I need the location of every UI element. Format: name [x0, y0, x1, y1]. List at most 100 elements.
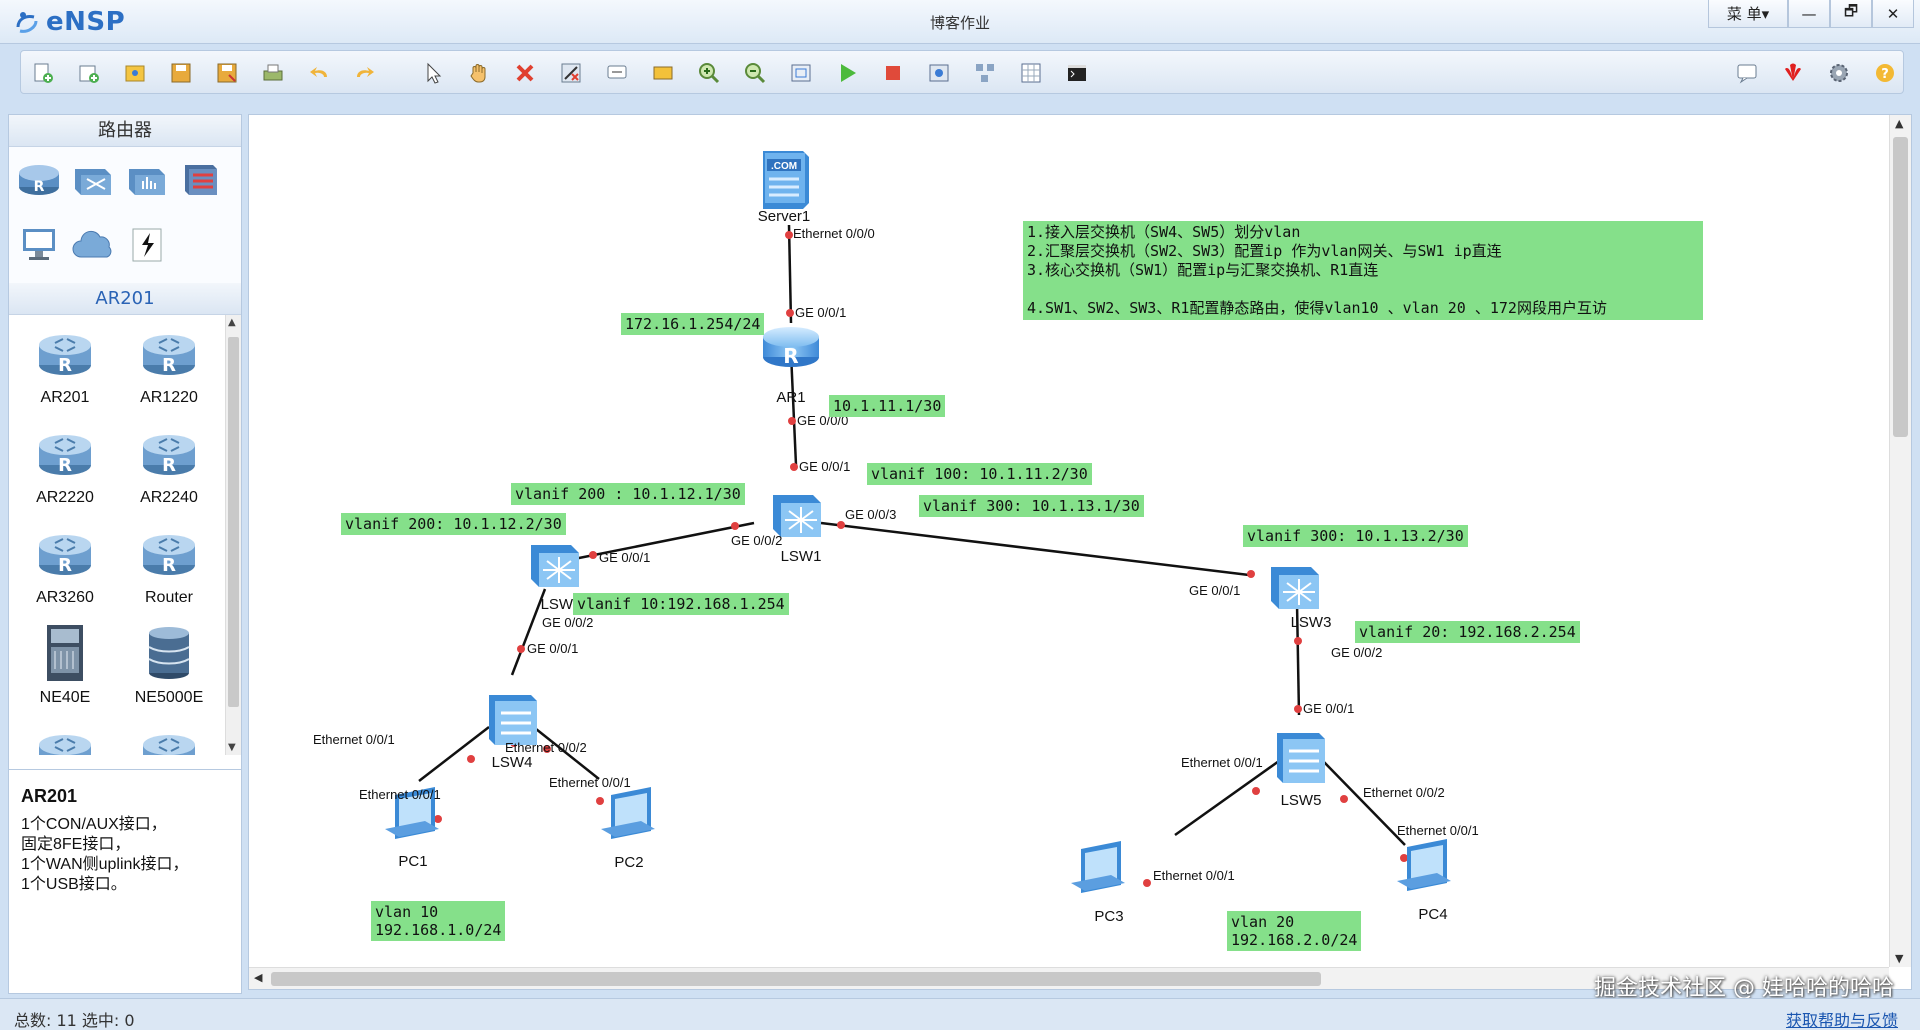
device-item[interactable]: R: [13, 719, 117, 755]
task-note[interactable]: 1.接入层交换机（SW4、SW5）划分vlan 2.汇聚层交换机（SW2、SW3…: [1023, 221, 1703, 320]
link-lsw5-pc4[interactable]: [1322, 760, 1406, 846]
device-label: NE5000E: [134, 689, 204, 706]
restore-button[interactable]: 🗗: [1830, 0, 1872, 28]
pc2-node[interactable]: [601, 787, 655, 839]
link-lsw3-lsw5[interactable]: [1295, 602, 1301, 716]
new-lab-icon[interactable]: [75, 59, 103, 87]
link-lsw4-pc1[interactable]: [418, 726, 490, 782]
canvas-vertical-scrollbar[interactable]: ▲ ▼: [1889, 115, 1911, 967]
start-icon[interactable]: [833, 59, 861, 87]
cable-category-icon[interactable]: [123, 223, 171, 267]
device-item[interactable]: NE40E: [13, 619, 117, 719]
link-lsw1-lsw3[interactable]: [820, 521, 1250, 577]
device-item[interactable]: NE5000E: [117, 619, 221, 719]
port-dot: [731, 522, 739, 530]
fit-icon[interactable]: [787, 59, 815, 87]
pc-category-icon[interactable]: [15, 223, 63, 267]
link-server1-ar1[interactable]: [787, 224, 793, 324]
pc3-node[interactable]: [1071, 841, 1125, 893]
link-ar1-lsw1[interactable]: [789, 352, 798, 466]
lsw4-node[interactable]: [489, 695, 537, 745]
grid-icon[interactable]: [1017, 59, 1045, 87]
link-lsw2-lsw4[interactable]: [510, 588, 547, 676]
note-lsw2-v200[interactable]: vlanif 200: 10.1.12.2/30: [341, 513, 566, 535]
undo-icon[interactable]: [305, 59, 333, 87]
zoom-out-icon[interactable]: [741, 59, 769, 87]
pc2-label: PC2: [614, 854, 643, 871]
pc4-node[interactable]: [1397, 839, 1451, 891]
pan-icon[interactable]: [465, 59, 493, 87]
note-vlan10[interactable]: vlan 10 192.168.1.0/24: [371, 901, 506, 941]
scroll-thumb[interactable]: [1893, 137, 1908, 437]
note-lsw3-v20[interactable]: vlanif 20: 192.168.2.254: [1355, 621, 1580, 643]
scroll-up-icon[interactable]: ▲: [228, 317, 236, 328]
router-category-icon[interactable]: R: [15, 157, 63, 201]
palette-icon[interactable]: [649, 59, 677, 87]
save-icon[interactable]: [167, 59, 195, 87]
pc1-node[interactable]: [385, 787, 439, 839]
status-bar: 总数: 11 选中: 0 获取帮助与反馈: [0, 998, 1920, 1030]
note-lsw3-v300[interactable]: vlanif 300: 10.1.13.2/30: [1243, 525, 1468, 547]
stop-icon[interactable]: [879, 59, 907, 87]
help-icon[interactable]: ?: [1871, 59, 1899, 87]
minimize-button[interactable]: —: [1788, 0, 1830, 28]
canvas-horizontal-scrollbar[interactable]: ◀: [249, 967, 1889, 989]
server1-node[interactable]: .COM: [763, 151, 809, 209]
note-ar1-ge000[interactable]: 10.1.11.1/30: [829, 395, 946, 417]
huawei-icon[interactable]: [1779, 59, 1807, 87]
lsw5-node[interactable]: [1277, 733, 1325, 783]
wlan-category-icon[interactable]: [123, 157, 171, 201]
capture-icon[interactable]: [925, 59, 953, 87]
save-as-icon[interactable]: [213, 59, 241, 87]
new-topology-icon[interactable]: [29, 59, 57, 87]
note-lsw2-v10[interactable]: vlanif 10:192.168.1.254: [573, 593, 789, 615]
note-lsw1-v200[interactable]: vlanif 200 : 10.1.12.1/30: [511, 483, 745, 505]
settings-icon[interactable]: [1825, 59, 1853, 87]
scroll-down-icon[interactable]: ▼: [228, 742, 236, 753]
redo-icon[interactable]: [351, 59, 379, 87]
topology-icon[interactable]: [971, 59, 999, 87]
close-button[interactable]: ✕: [1872, 0, 1914, 28]
note-vlan20[interactable]: vlan 20 192.168.2.0/24: [1227, 911, 1362, 951]
lsw1-node[interactable]: [773, 495, 821, 537]
cloud-category-icon[interactable]: [69, 223, 117, 267]
topology-canvas[interactable]: .COM Server1 R AR1 LSW1 LSW2 LSW3: [248, 114, 1912, 990]
scroll-left-icon[interactable]: ◀: [254, 971, 263, 984]
switch-category-icon[interactable]: [69, 157, 117, 201]
lsw2-node[interactable]: [531, 545, 579, 587]
select-icon[interactable]: [419, 59, 447, 87]
lsw3-node[interactable]: [1271, 567, 1319, 609]
router-icon: R: [143, 335, 195, 376]
scroll-down-icon[interactable]: ▼: [1895, 952, 1904, 965]
app-name: eNSP: [46, 7, 126, 37]
delete-icon[interactable]: [511, 59, 539, 87]
menu-button[interactable]: 菜 单▾: [1708, 0, 1788, 28]
device-item[interactable]: R: [117, 719, 221, 755]
firewall-category-icon[interactable]: [177, 157, 225, 201]
text-icon[interactable]: [603, 59, 631, 87]
scroll-up-icon[interactable]: ▲: [1895, 117, 1904, 130]
delete-link-icon[interactable]: [557, 59, 585, 87]
note-ar1-server[interactable]: 172.16.1.254/24: [621, 313, 765, 335]
note-lsw1-v100[interactable]: vlanif 100: 10.1.11.2/30: [867, 463, 1092, 485]
cli-icon[interactable]: [1063, 59, 1091, 87]
scroll-thumb[interactable]: [271, 972, 1321, 986]
open-icon[interactable]: [121, 59, 149, 87]
link-lsw5-pc3[interactable]: [1174, 759, 1280, 837]
chat-icon[interactable]: [1733, 59, 1761, 87]
print-icon[interactable]: [259, 59, 287, 87]
device-list-scrollbar[interactable]: ▲ ▼: [225, 315, 241, 755]
ar1-node[interactable]: R: [763, 327, 819, 368]
help-feedback-link[interactable]: 获取帮助与反馈: [1785, 1011, 1898, 1030]
zoom-in-icon[interactable]: [695, 59, 723, 87]
note-lsw1-v300[interactable]: vlanif 300: 10.1.13.1/30: [919, 495, 1144, 517]
link-lsw1-lsw2[interactable]: [573, 521, 755, 561]
link-lsw4-pc2[interactable]: [530, 724, 600, 780]
scroll-thumb[interactable]: [228, 337, 239, 707]
